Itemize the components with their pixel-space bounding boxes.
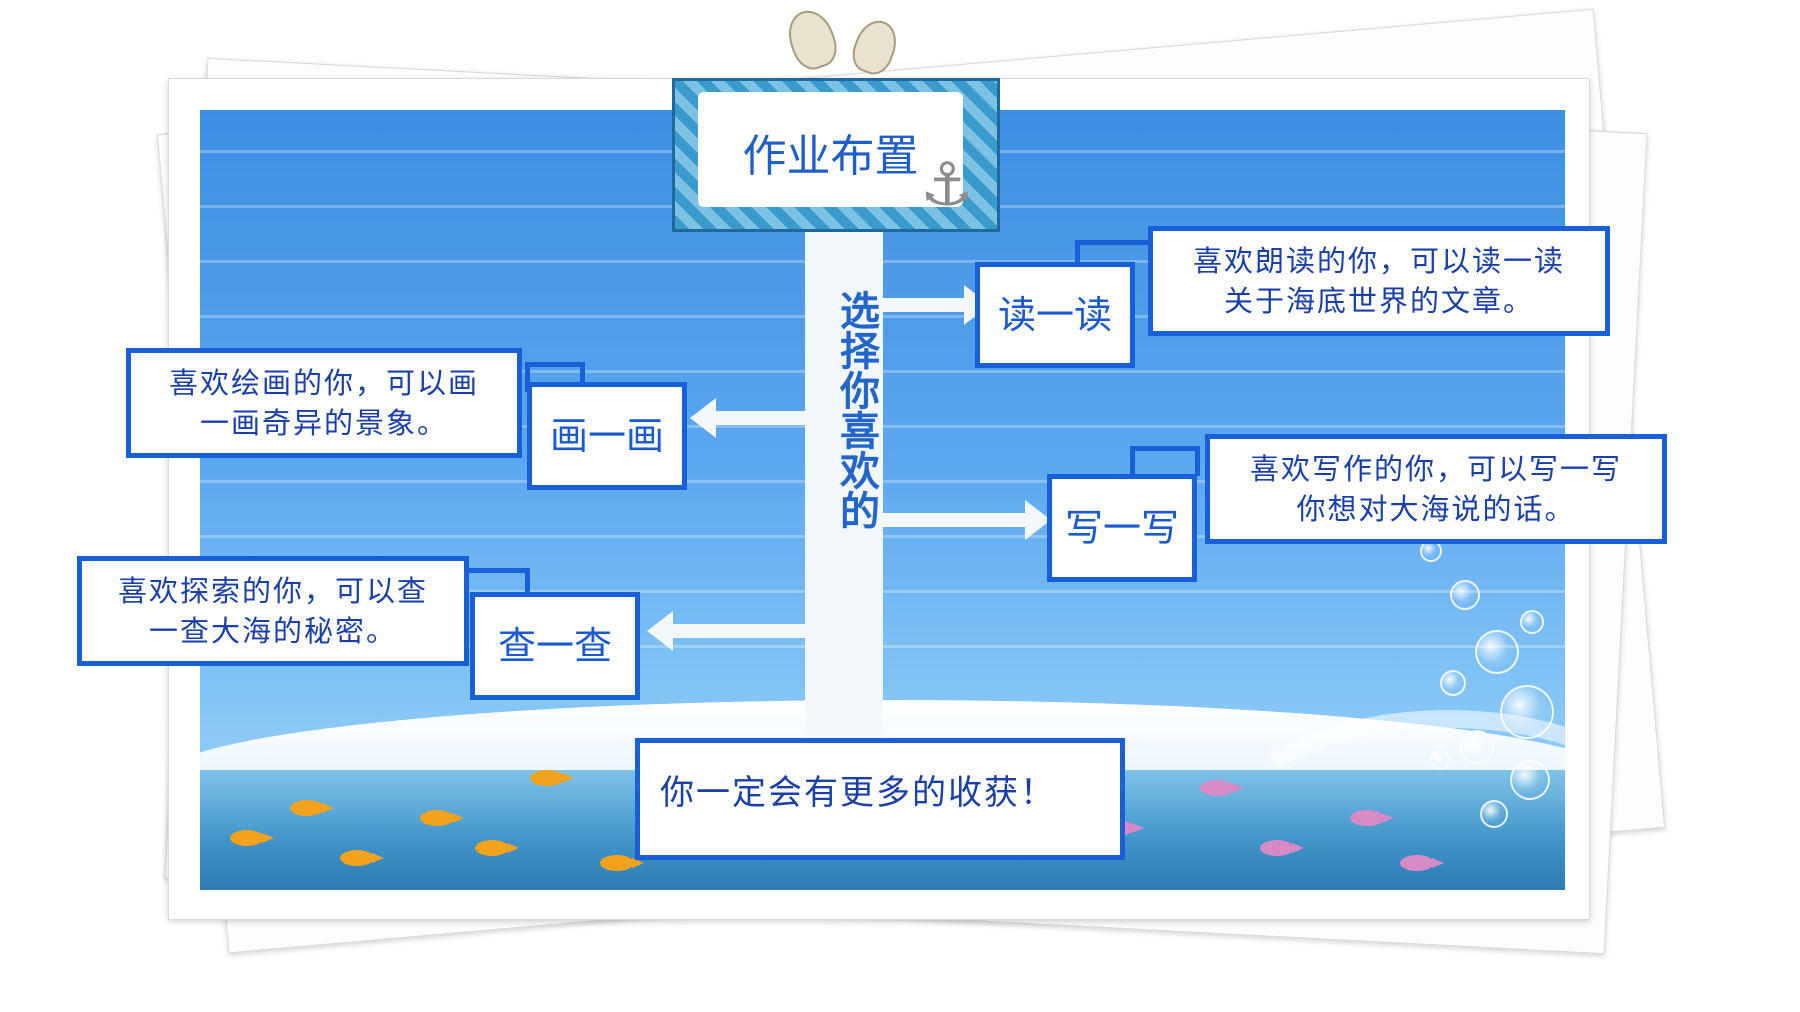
folder-tab bbox=[1130, 446, 1200, 476]
bubble-icon bbox=[1500, 685, 1554, 739]
bubble-icon bbox=[1520, 610, 1544, 634]
bubble-icon bbox=[1480, 800, 1508, 828]
bubble-icon bbox=[1475, 630, 1519, 674]
fish-icon bbox=[600, 855, 644, 871]
arrow-head-write bbox=[1025, 500, 1051, 540]
bubble-icon bbox=[1460, 730, 1494, 764]
folder-tab bbox=[525, 362, 585, 392]
fish-icon bbox=[420, 810, 464, 826]
page-title: 作业布置 bbox=[742, 131, 919, 182]
desc-line: 一画奇异的景象。 bbox=[199, 406, 448, 440]
branch-label-read: 读一读 bbox=[975, 262, 1135, 368]
branch-label-search: 查一查 bbox=[470, 592, 640, 700]
branch-label-write: 写一写 bbox=[1047, 474, 1197, 582]
desc-line: 喜欢朗读的你，可以读一读 bbox=[1192, 244, 1565, 278]
arrow-read bbox=[883, 298, 968, 312]
fish-icon bbox=[1350, 810, 1394, 826]
branch-label-draw: 画一画 bbox=[527, 382, 687, 490]
desc-line: 关于海底世界的文章。 bbox=[1223, 284, 1534, 318]
fish-icon bbox=[1200, 780, 1244, 796]
desc-line: 你想对大海说的话。 bbox=[1296, 492, 1576, 526]
fish-icon bbox=[1260, 840, 1304, 856]
bubble-icon bbox=[1450, 580, 1480, 610]
bubble-icon bbox=[1430, 750, 1450, 770]
arrow-head-draw bbox=[690, 398, 716, 438]
title-panel bbox=[698, 92, 963, 207]
fish-icon bbox=[475, 840, 519, 856]
branch-desc-search: 喜欢探索的你，可以查 一查大海的秘密。 bbox=[77, 556, 469, 666]
closing-message: 你一定会有更多的收获！ bbox=[635, 738, 1125, 860]
fish-icon bbox=[530, 770, 574, 786]
fish-icon bbox=[1400, 855, 1444, 871]
desc-line: 喜欢写作的你，可以写一写 bbox=[1249, 452, 1622, 486]
diagram-trunk bbox=[805, 220, 883, 740]
branch-desc-write: 喜欢写作的你，可以写一写 你想对大海说的话。 bbox=[1205, 434, 1667, 544]
trunk-label: 选择你喜欢的 bbox=[833, 290, 879, 530]
arrow-search bbox=[672, 624, 805, 638]
shell-icon bbox=[781, 4, 843, 75]
anchor-icon: ⚓ bbox=[920, 150, 974, 220]
fish-icon bbox=[230, 830, 274, 846]
branch-desc-draw: 喜欢绘画的你，可以画 一画奇异的景象。 bbox=[126, 348, 522, 458]
branch-desc-read: 喜欢朗读的你，可以读一读 关于海底世界的文章。 bbox=[1148, 226, 1610, 336]
arrow-write bbox=[883, 513, 1028, 527]
desc-line: 一查大海的秘密。 bbox=[148, 614, 397, 648]
bubble-icon bbox=[1510, 760, 1550, 800]
bubble-icon bbox=[1440, 670, 1466, 696]
desc-line: 喜欢探索的你，可以查 bbox=[117, 574, 428, 608]
arrow-head-search bbox=[647, 611, 673, 651]
desc-line: 喜欢绘画的你，可以画 bbox=[168, 366, 479, 400]
fish-icon bbox=[340, 850, 384, 866]
fish-icon bbox=[290, 800, 334, 816]
arrow-draw bbox=[715, 411, 805, 425]
